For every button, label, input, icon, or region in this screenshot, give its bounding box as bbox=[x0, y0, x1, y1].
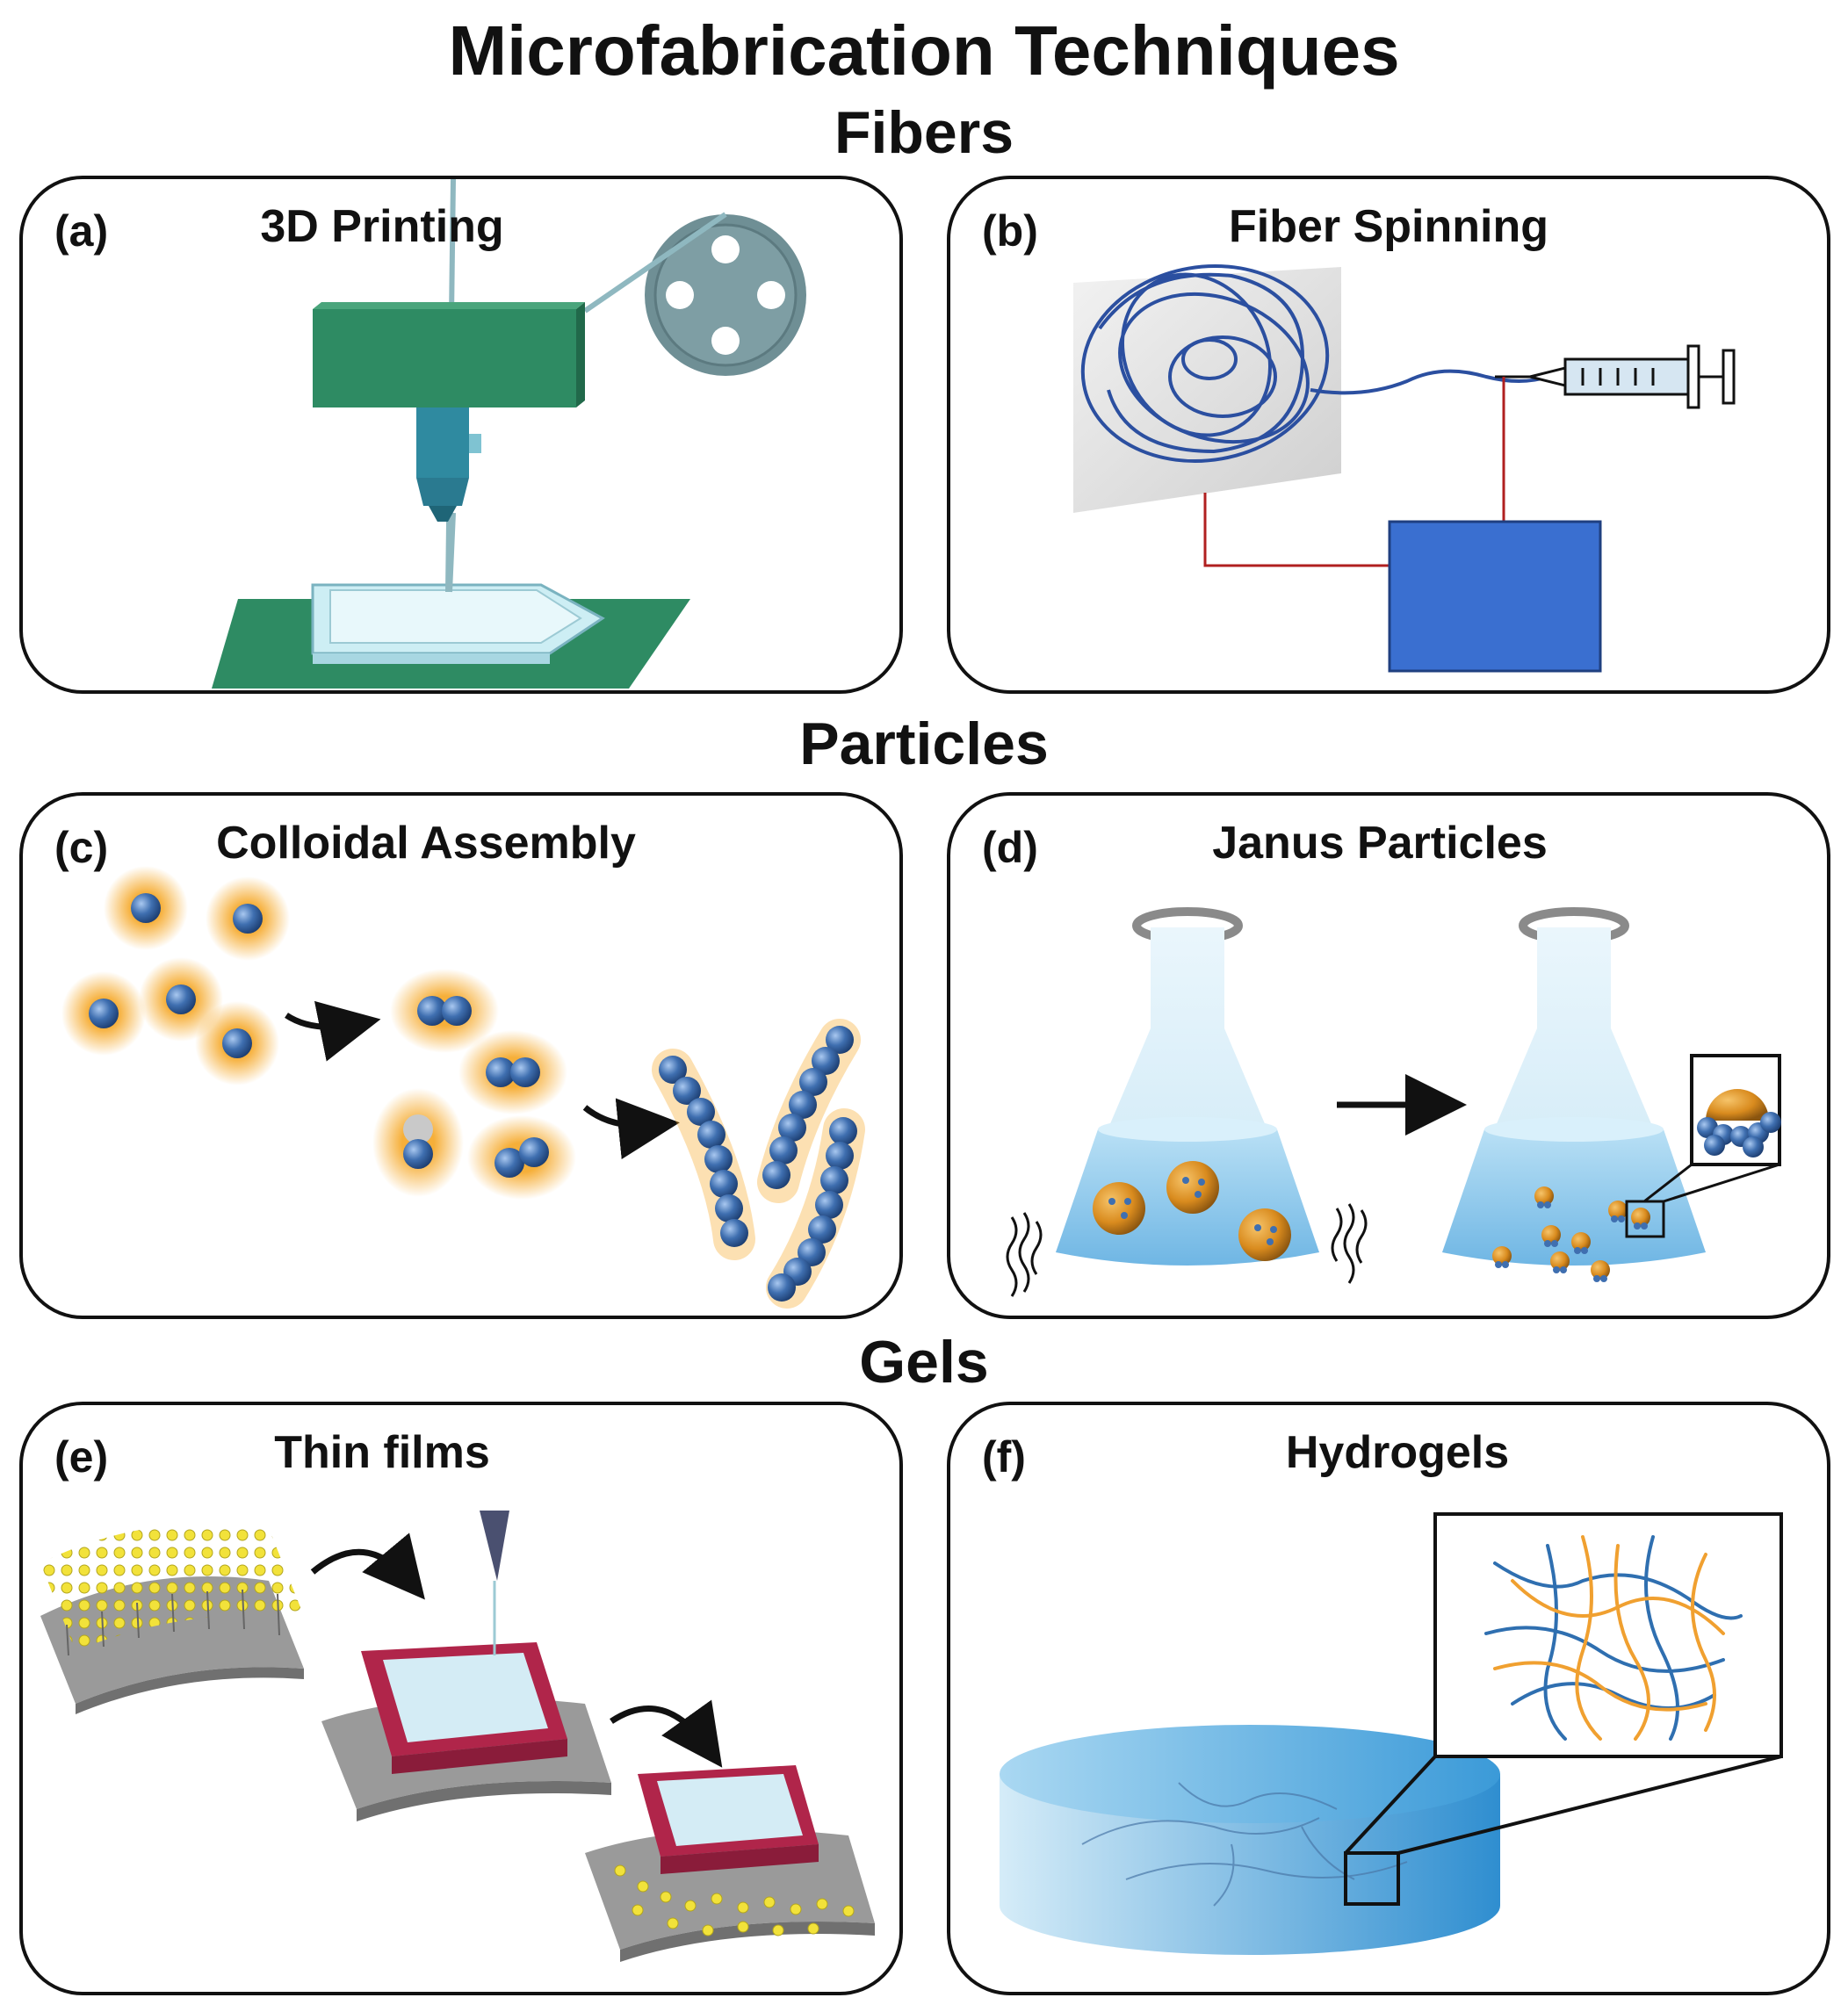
panel-title-thin-films: Thin films bbox=[274, 1427, 490, 1478]
section-title-particles: Particles bbox=[799, 710, 1049, 777]
page-title: Microfabrication Techniques bbox=[448, 11, 1400, 90]
panel-3d-printing: (a) 3D Printing bbox=[19, 176, 903, 694]
panel-title-colloidal-assembly: Colloidal Assembly bbox=[216, 818, 636, 869]
panel-label-c: (c) bbox=[54, 823, 109, 872]
panel-label-e: (e) bbox=[54, 1432, 109, 1482]
janus-particles-illustration bbox=[1006, 907, 1781, 1297]
panel-label-b: (b) bbox=[982, 206, 1038, 256]
panel-janus-particles: (d) Janus Particles bbox=[947, 792, 1830, 1319]
panel-title-3d-printing: 3D Printing bbox=[260, 201, 504, 252]
thin-films-illustration bbox=[40, 1511, 875, 1962]
colloidal-assembly-illustration bbox=[61, 866, 865, 1309]
panel-label-d: (d) bbox=[982, 823, 1038, 872]
section-title-fibers: Fibers bbox=[834, 99, 1014, 166]
section-title-gels: Gels bbox=[859, 1329, 989, 1395]
panel-title-fiber-spinning: Fiber Spinning bbox=[1229, 201, 1548, 252]
panel-hydrogels: (f) Hydrogels bbox=[947, 1402, 1830, 1995]
hydrogel-illustration bbox=[1000, 1512, 1783, 1955]
panel-label-a: (a) bbox=[54, 206, 109, 256]
panel-fiber-spinning: (b) Fiber Spinning bbox=[947, 176, 1830, 694]
panel-title-janus-particles: Janus Particles bbox=[1212, 818, 1548, 869]
panel-title-hydrogels: Hydrogels bbox=[1285, 1427, 1510, 1478]
3d-printer-illustration bbox=[212, 179, 806, 689]
panel-label-f: (f) bbox=[982, 1432, 1026, 1482]
panel-colloidal-assembly: (c) Colloidal Assembly bbox=[19, 792, 903, 1319]
panel-thin-films: (e) Thin films bbox=[19, 1402, 903, 1995]
electrospinning-illustration bbox=[1073, 263, 1736, 673]
